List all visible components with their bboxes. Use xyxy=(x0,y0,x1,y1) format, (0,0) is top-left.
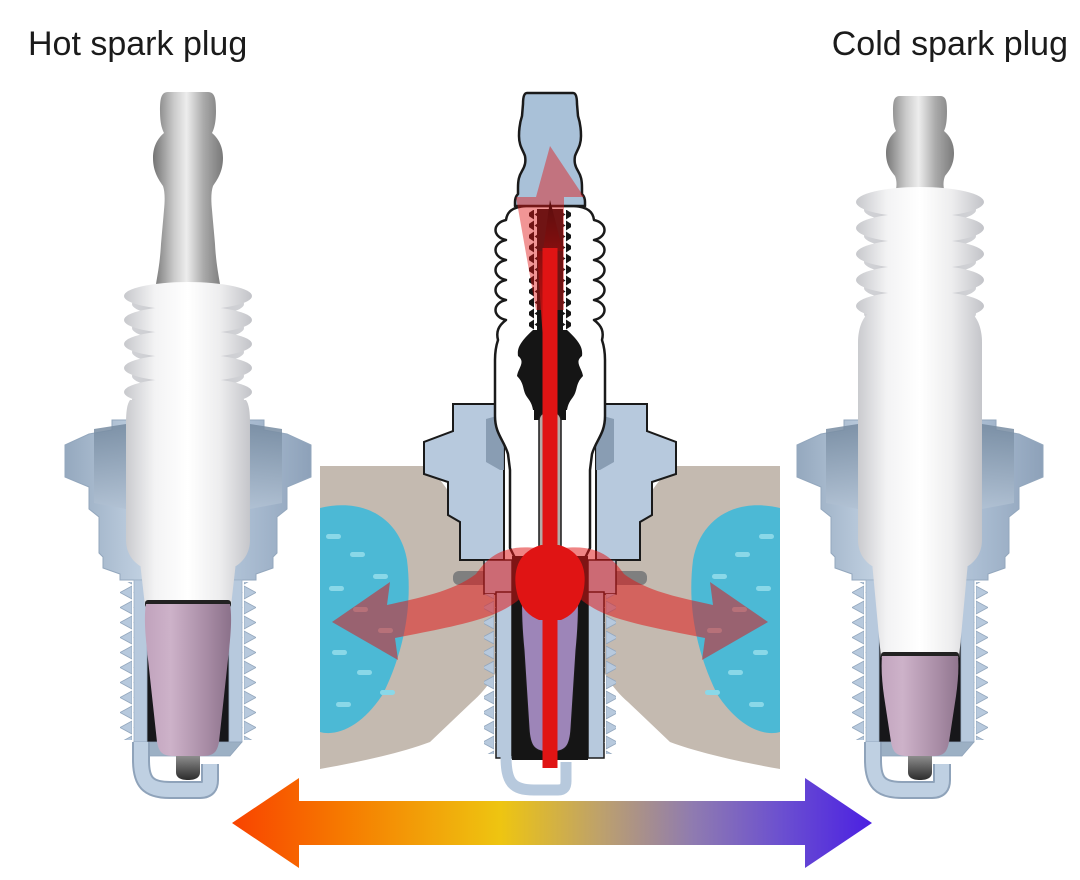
insulator-nose-short xyxy=(881,656,959,756)
thread-wall-section xyxy=(495,591,513,759)
insulator-nose-long xyxy=(144,604,232,756)
terminal-nut xyxy=(886,96,954,210)
ribbed-insulator xyxy=(856,187,984,327)
ceramic-taper xyxy=(872,562,968,658)
terminal-cap-section xyxy=(513,91,587,208)
heat-arrow-shaft xyxy=(542,248,558,768)
cold-spark-plug-illustration xyxy=(797,96,1043,790)
stud-thread-teeth xyxy=(563,210,571,332)
ceramic-body xyxy=(858,314,982,566)
ceramic-body xyxy=(126,400,250,566)
hot-spark-plug-title: Hot spark plug xyxy=(28,25,248,63)
heat-flow-wing-left xyxy=(332,547,536,660)
heat-range-gradient-arrow xyxy=(232,778,872,868)
ground-electrode-section xyxy=(500,755,572,796)
ribbed-insulator xyxy=(124,282,252,413)
hot-spark-plug-illustration xyxy=(65,92,311,790)
stud-thread-teeth xyxy=(529,210,537,332)
hex-shell-section xyxy=(423,403,505,561)
terminal-nut xyxy=(153,92,223,296)
ceramic-taper xyxy=(140,562,236,606)
cross-section-diagram xyxy=(320,91,780,796)
cold-spark-plug-title: Cold spark plug xyxy=(831,25,1068,63)
thread-teeth-section xyxy=(484,594,496,754)
